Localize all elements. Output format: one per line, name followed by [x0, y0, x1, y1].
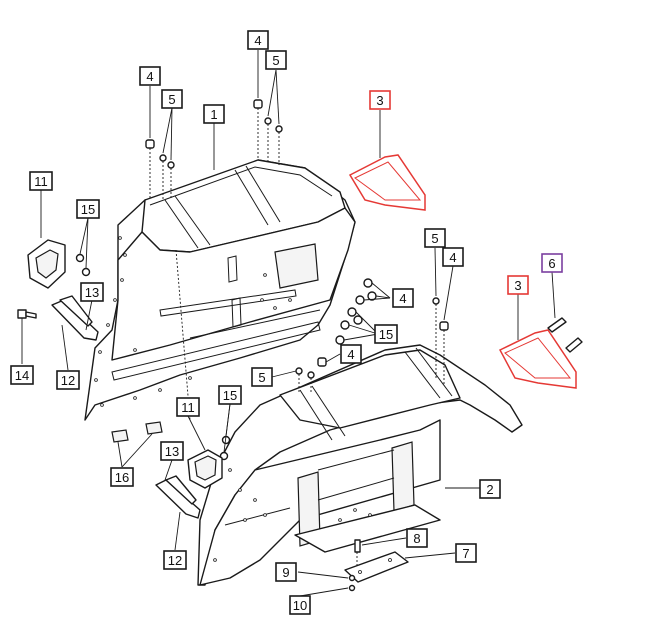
svg-text:3: 3: [376, 93, 383, 108]
callout-part-5-d: 5: [251, 367, 273, 387]
svg-text:15: 15: [81, 202, 95, 217]
callout-part-12-upper: 12: [56, 370, 80, 390]
svg-text:4: 4: [146, 69, 153, 84]
callout-part-3-upper: 3: [369, 90, 391, 110]
part-11-bracket-lower: [187, 449, 223, 489]
svg-text:15: 15: [223, 388, 237, 403]
part-3-lamp-cover-lower: [498, 329, 577, 389]
svg-text:11: 11: [181, 400, 195, 415]
svg-text:1: 1: [210, 107, 217, 122]
callout-part-7: 7: [455, 543, 477, 563]
part-1-upper-fender: [84, 159, 356, 421]
callout-part-9: 9: [275, 562, 297, 582]
svg-text:4: 4: [399, 291, 406, 306]
fastener-hardware: [17, 99, 583, 592]
callout-part-5-a: 5: [161, 89, 183, 109]
svg-text:4: 4: [347, 347, 354, 362]
svg-text:11: 11: [34, 174, 48, 189]
svg-text:13: 13: [85, 285, 99, 300]
callout-part-4-a: 4: [139, 66, 161, 86]
svg-text:13: 13: [165, 444, 179, 459]
callout-part-3-lower: 3: [507, 275, 529, 295]
callout-part-5-c: 5: [424, 228, 446, 248]
callout-part-16: 16: [110, 467, 134, 487]
svg-text:5: 5: [431, 231, 438, 246]
leader-lines: [21, 50, 556, 597]
callout-labels: 1 2 3 3 4 4 4 4 4 5 5 5 5 6 7 8 9 10 11 …: [10, 30, 563, 615]
callout-part-4-e: 4: [340, 344, 362, 364]
svg-text:4: 4: [254, 33, 261, 48]
callout-part-15-b: 15: [374, 324, 398, 344]
callout-part-11-upper: 11: [29, 171, 53, 191]
svg-text:14: 14: [15, 368, 29, 383]
callout-part-15-a: 15: [76, 199, 100, 219]
svg-text:8: 8: [413, 531, 420, 546]
svg-text:9: 9: [282, 565, 289, 580]
callout-part-1: 1: [203, 104, 225, 124]
svg-text:15: 15: [379, 327, 393, 342]
callout-part-4-d: 4: [442, 247, 464, 267]
svg-text:10: 10: [293, 598, 307, 613]
svg-text:12: 12: [61, 373, 75, 388]
callout-part-5-b: 5: [265, 50, 287, 70]
callout-part-8: 8: [406, 528, 428, 548]
callout-part-6: 6: [541, 253, 563, 273]
svg-text:3: 3: [514, 278, 521, 293]
callout-part-15-c: 15: [218, 385, 242, 405]
callout-part-2: 2: [479, 479, 501, 499]
part-11-bracket-upper: [27, 239, 66, 289]
part-12-13-strap-upper: [51, 295, 99, 341]
svg-text:4: 4: [449, 250, 456, 265]
part-3-lamp-cover-upper: [348, 154, 426, 211]
svg-text:6: 6: [548, 256, 555, 271]
callout-part-13-lower: 13: [160, 441, 184, 461]
callout-part-11-lower: 11: [176, 397, 200, 417]
callout-part-10: 10: [289, 595, 311, 615]
svg-text:5: 5: [272, 53, 279, 68]
callout-part-14: 14: [10, 365, 34, 385]
callout-part-13-upper: 13: [80, 282, 104, 302]
callout-part-12-lower: 12: [163, 550, 187, 570]
svg-text:5: 5: [168, 92, 175, 107]
svg-text:12: 12: [168, 553, 182, 568]
part-12-13-strap-lower: [155, 475, 201, 519]
svg-text:7: 7: [462, 546, 469, 561]
svg-text:5: 5: [258, 370, 265, 385]
callout-part-4-b: 4: [247, 30, 269, 50]
callout-part-4-c: 4: [392, 288, 414, 308]
svg-text:16: 16: [115, 470, 129, 485]
part-2-lower-fender: [197, 344, 523, 586]
svg-text:2: 2: [486, 482, 493, 497]
